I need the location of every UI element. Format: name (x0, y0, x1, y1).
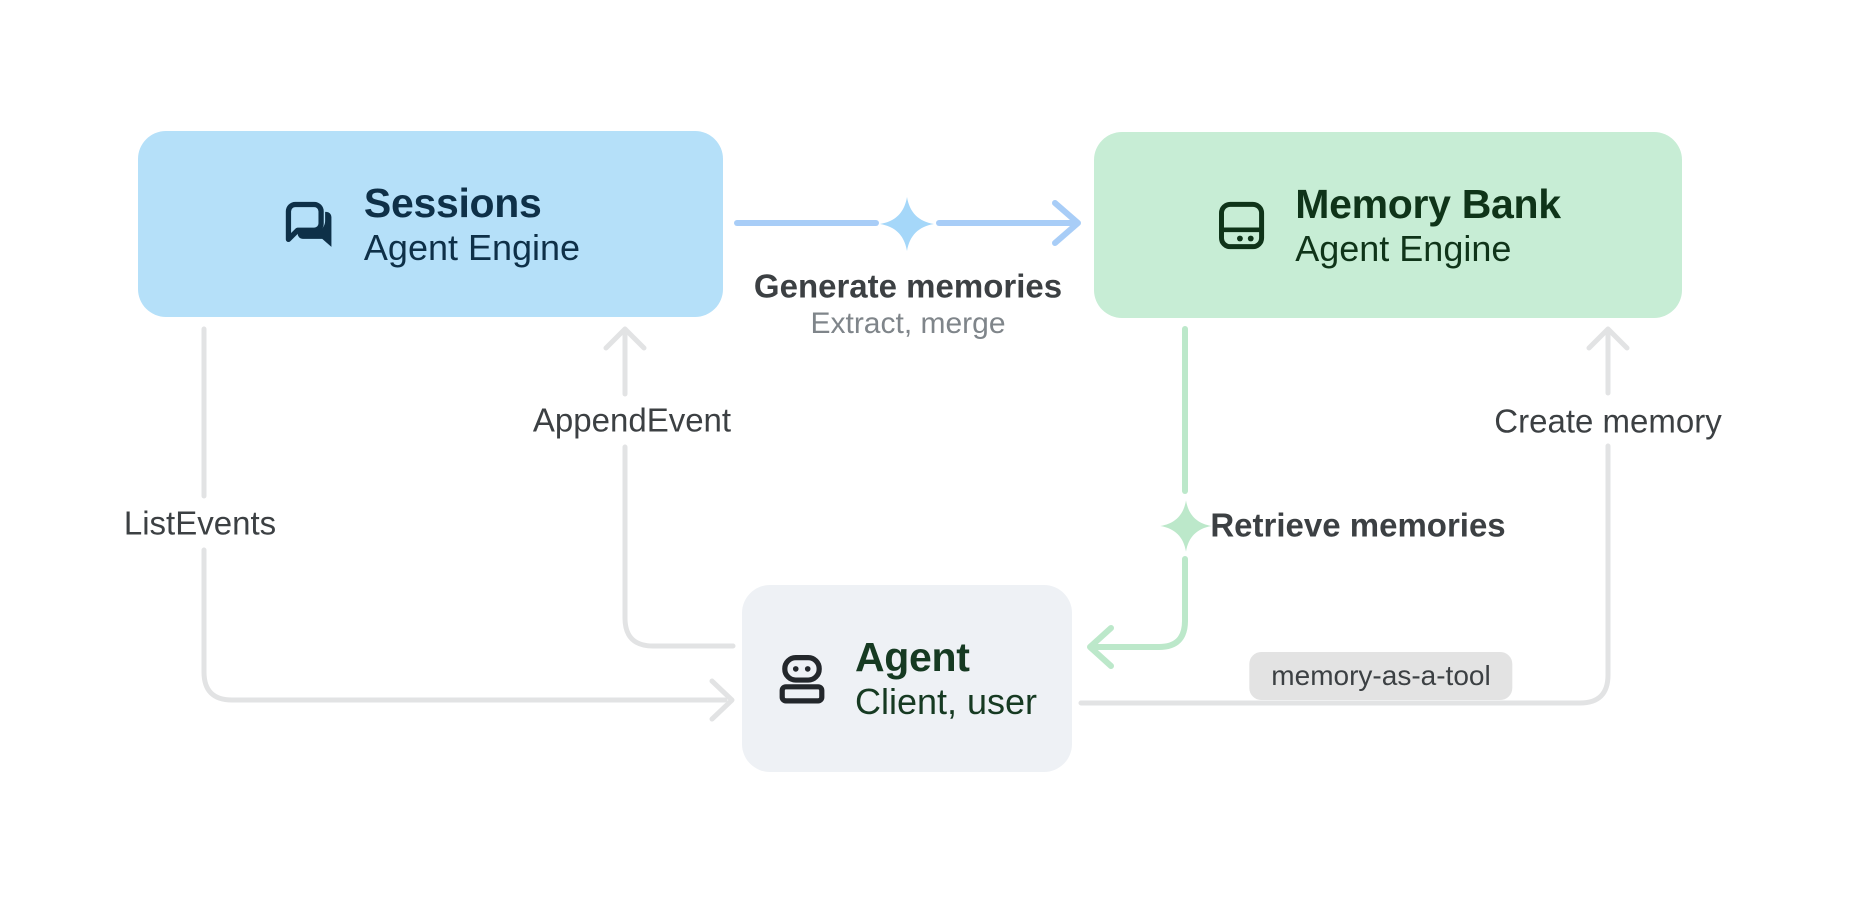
generate-memories-arrow (734, 200, 1081, 246)
create-memory-arrow (1078, 326, 1630, 706)
list-events-arrow (201, 326, 735, 722)
list-events-label: ListEvents (123, 504, 277, 542)
retrieve-memories-arrow (1087, 326, 1188, 669)
node-text: Sessions Agent Engine (364, 180, 580, 269)
append-event-arrow (603, 326, 736, 649)
arrowhead-up-icon (603, 326, 647, 351)
node-subtitle: Client, user (854, 681, 1038, 722)
node-title: Sessions (363, 179, 542, 226)
generate-memories-label: Generate memories (753, 267, 1063, 305)
arrowhead-left-icon (1087, 625, 1114, 669)
retrieve-memories-label: Retrieve memories (1210, 506, 1506, 544)
arrowhead-right-icon (1052, 200, 1081, 246)
chat-forum-icon (285, 201, 332, 247)
sparkle-icon (880, 197, 934, 251)
append-event-label: AppendEvent (532, 401, 732, 439)
node-title: Memory Bank (1295, 180, 1561, 227)
arrowhead-right-icon (709, 678, 735, 722)
sparkle-icon (1160, 500, 1212, 552)
extract-merge-sublabel: Extract, merge (810, 307, 1006, 340)
node-sessions: Sessions Agent Engine (138, 131, 723, 317)
node-text: Memory Bank Agent Engine (1295, 181, 1561, 270)
robot-icon (779, 654, 825, 703)
node-subtitle: Agent Engine (1295, 227, 1512, 269)
create-memory-label: Create memory (1494, 402, 1722, 440)
memory-storage-icon (1219, 201, 1265, 249)
node-text: Agent Client, user (855, 634, 1037, 723)
memory-as-a-tool-badge: memory-as-a-tool (1249, 652, 1513, 700)
node-agent: Agent Client, user (742, 585, 1072, 772)
arrowhead-up-icon (1586, 326, 1630, 351)
node-title: Agent (854, 634, 970, 680)
node-memory-bank: Memory Bank Agent Engine (1094, 132, 1682, 318)
node-subtitle: Agent Engine (363, 226, 581, 268)
